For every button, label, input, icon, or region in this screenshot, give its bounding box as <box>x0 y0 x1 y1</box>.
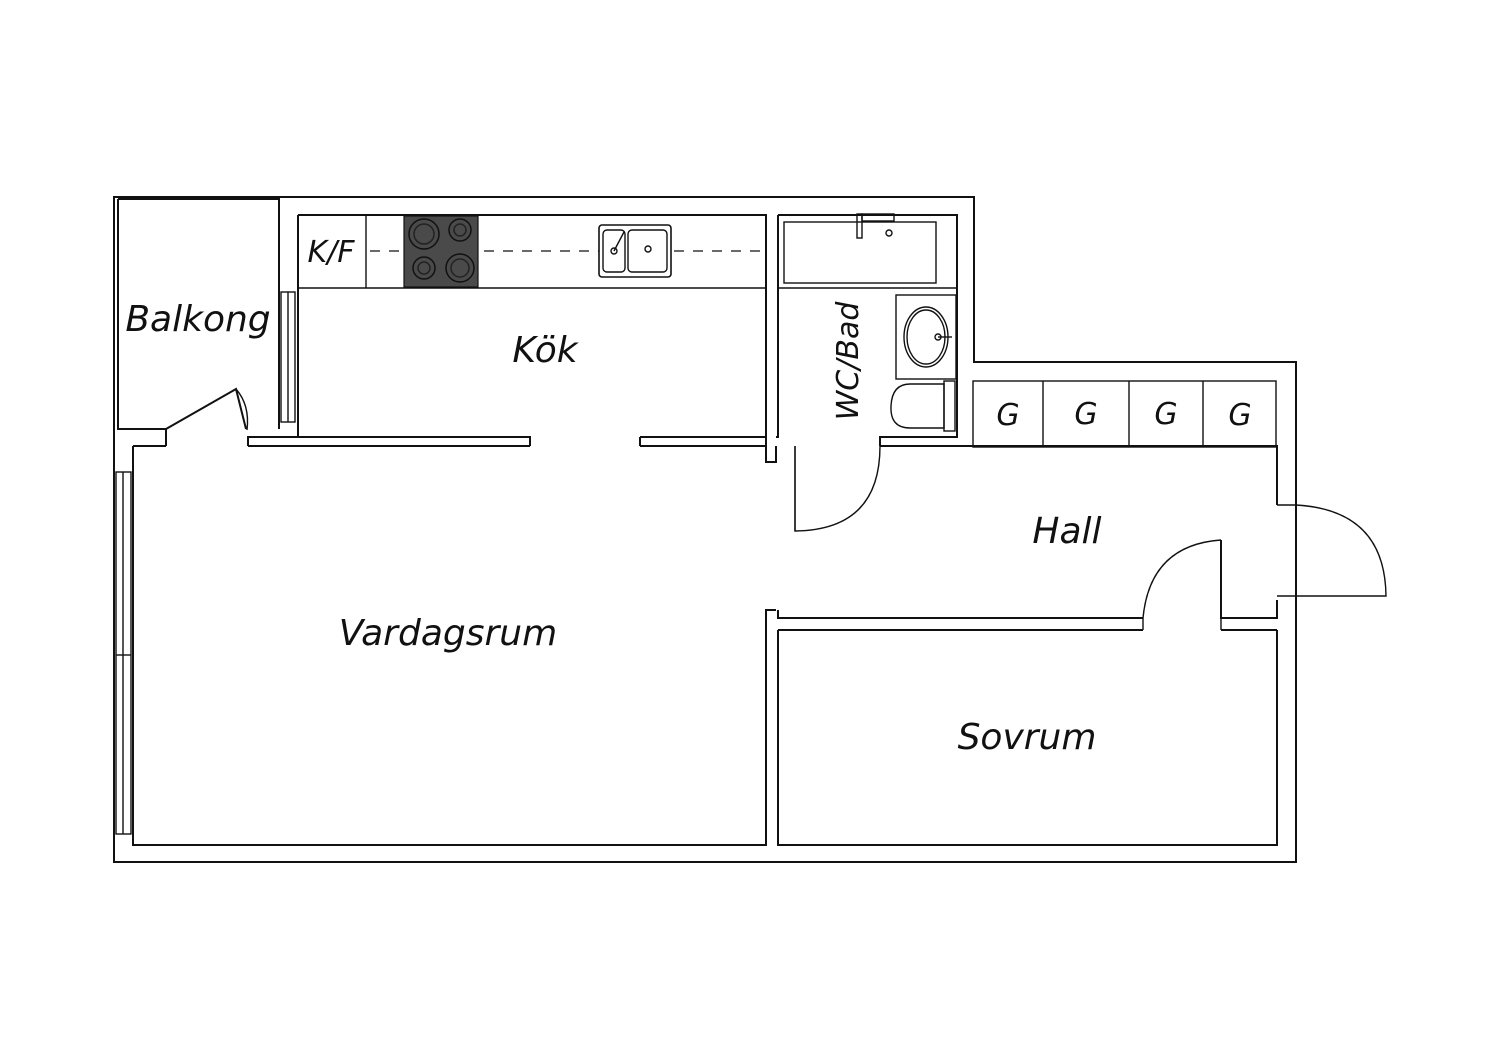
balcony <box>117 198 296 446</box>
wardrobe-label: G <box>1074 397 1097 432</box>
kitchen <box>297 214 767 437</box>
wardrobe-label: G <box>1154 397 1177 432</box>
room-label-hall: Hall <box>1032 511 1101 552</box>
room-label-vardagsrum: Vardagsrum <box>339 613 557 654</box>
washbasin-icon <box>895 294 957 380</box>
hall-walls <box>777 445 1387 631</box>
toilet-icon <box>890 380 956 432</box>
bathtub-icon <box>783 213 937 284</box>
appliance-label-kf: K/F <box>307 235 355 270</box>
room-label-wcbad: WC/Bad <box>831 301 866 421</box>
wardrobe-label: G <box>1228 398 1251 433</box>
wardrobe-label: G <box>996 398 1019 433</box>
stove-icon <box>403 215 479 288</box>
bedroom-walls <box>777 630 1278 846</box>
room-label-balkong: Balkong <box>125 299 270 340</box>
room-label-kok: Kök <box>512 330 579 371</box>
room-label-sovrum: Sovrum <box>958 717 1097 758</box>
living-room-walls <box>115 436 777 846</box>
outer-wall-outline <box>113 196 1297 863</box>
bathroom <box>776 213 958 532</box>
kitchen-sink-icon <box>598 224 672 278</box>
